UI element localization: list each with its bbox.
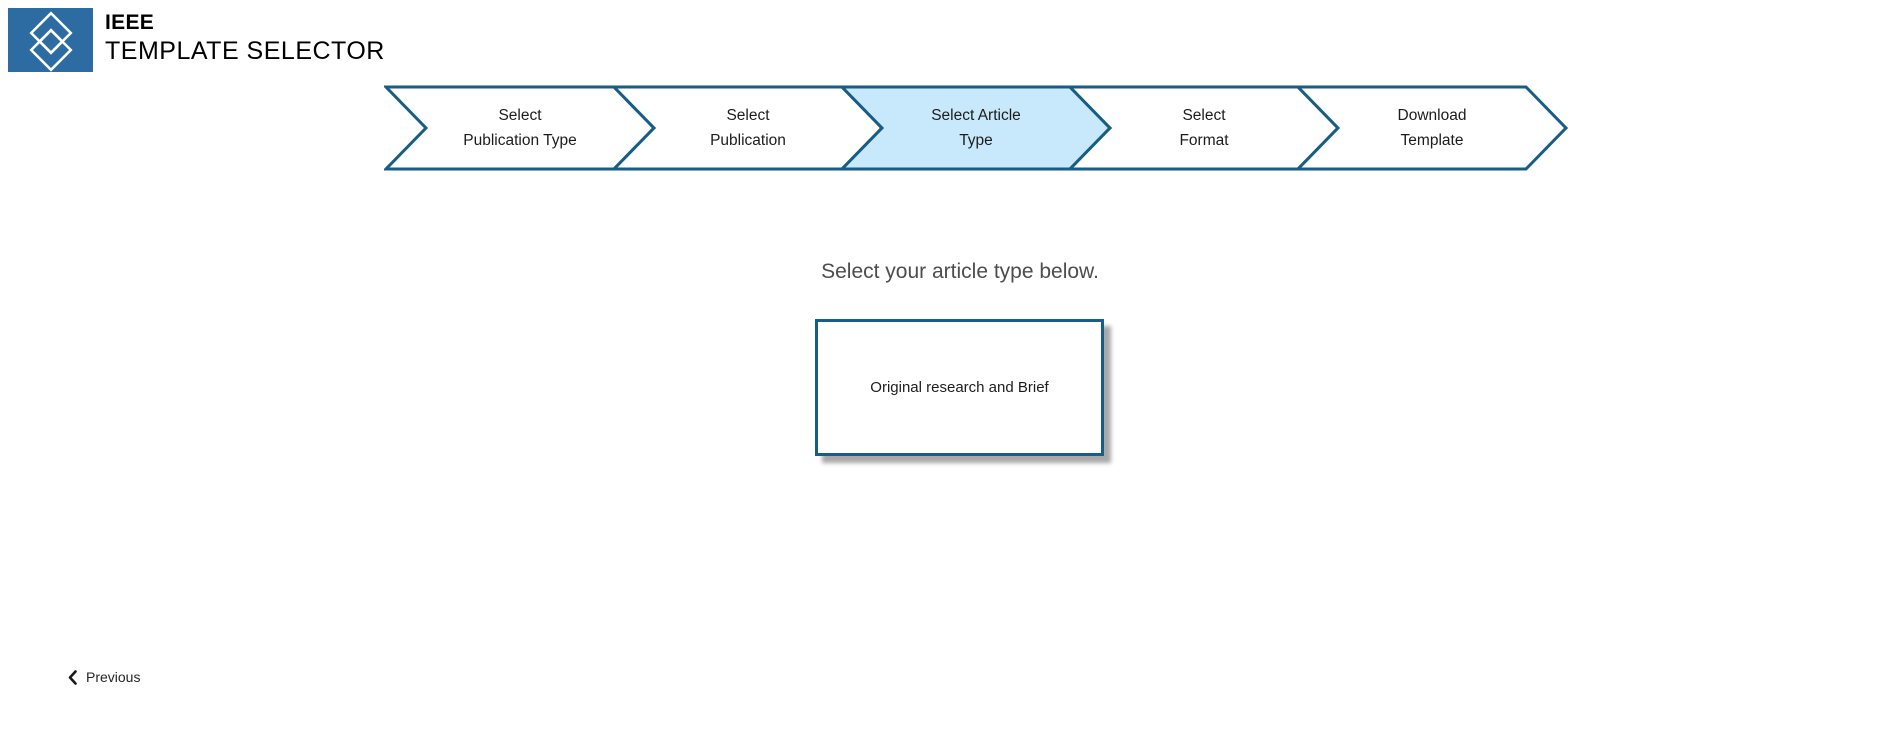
previous-button[interactable]: Previous (68, 669, 140, 685)
step-chevron-select-format[interactable] (1066, 85, 1341, 171)
brand-name: IEEE (105, 11, 155, 34)
previous-label: Previous (86, 669, 141, 685)
ieee-logo (8, 8, 93, 72)
page-instruction: Select your article type below. (821, 260, 1099, 283)
diamonds-icon (29, 11, 73, 72)
brand-subtitle: TEMPLATE SELECTOR (105, 37, 385, 65)
step-chevron-select-article-type[interactable] (838, 85, 1113, 171)
brand: IEEE TEMPLATE SELECTOR (105, 9, 385, 67)
step-chevron-select-publication-type[interactable] (384, 85, 657, 171)
article-type-label: Original research and Brief (870, 379, 1049, 396)
step-chevron-download-template[interactable] (1294, 85, 1569, 171)
chevron-left-icon (68, 669, 77, 685)
article-type-original-research-and-brief-button[interactable]: Original research and Brief (815, 319, 1104, 456)
step-chevron-select-publication[interactable] (610, 85, 885, 171)
